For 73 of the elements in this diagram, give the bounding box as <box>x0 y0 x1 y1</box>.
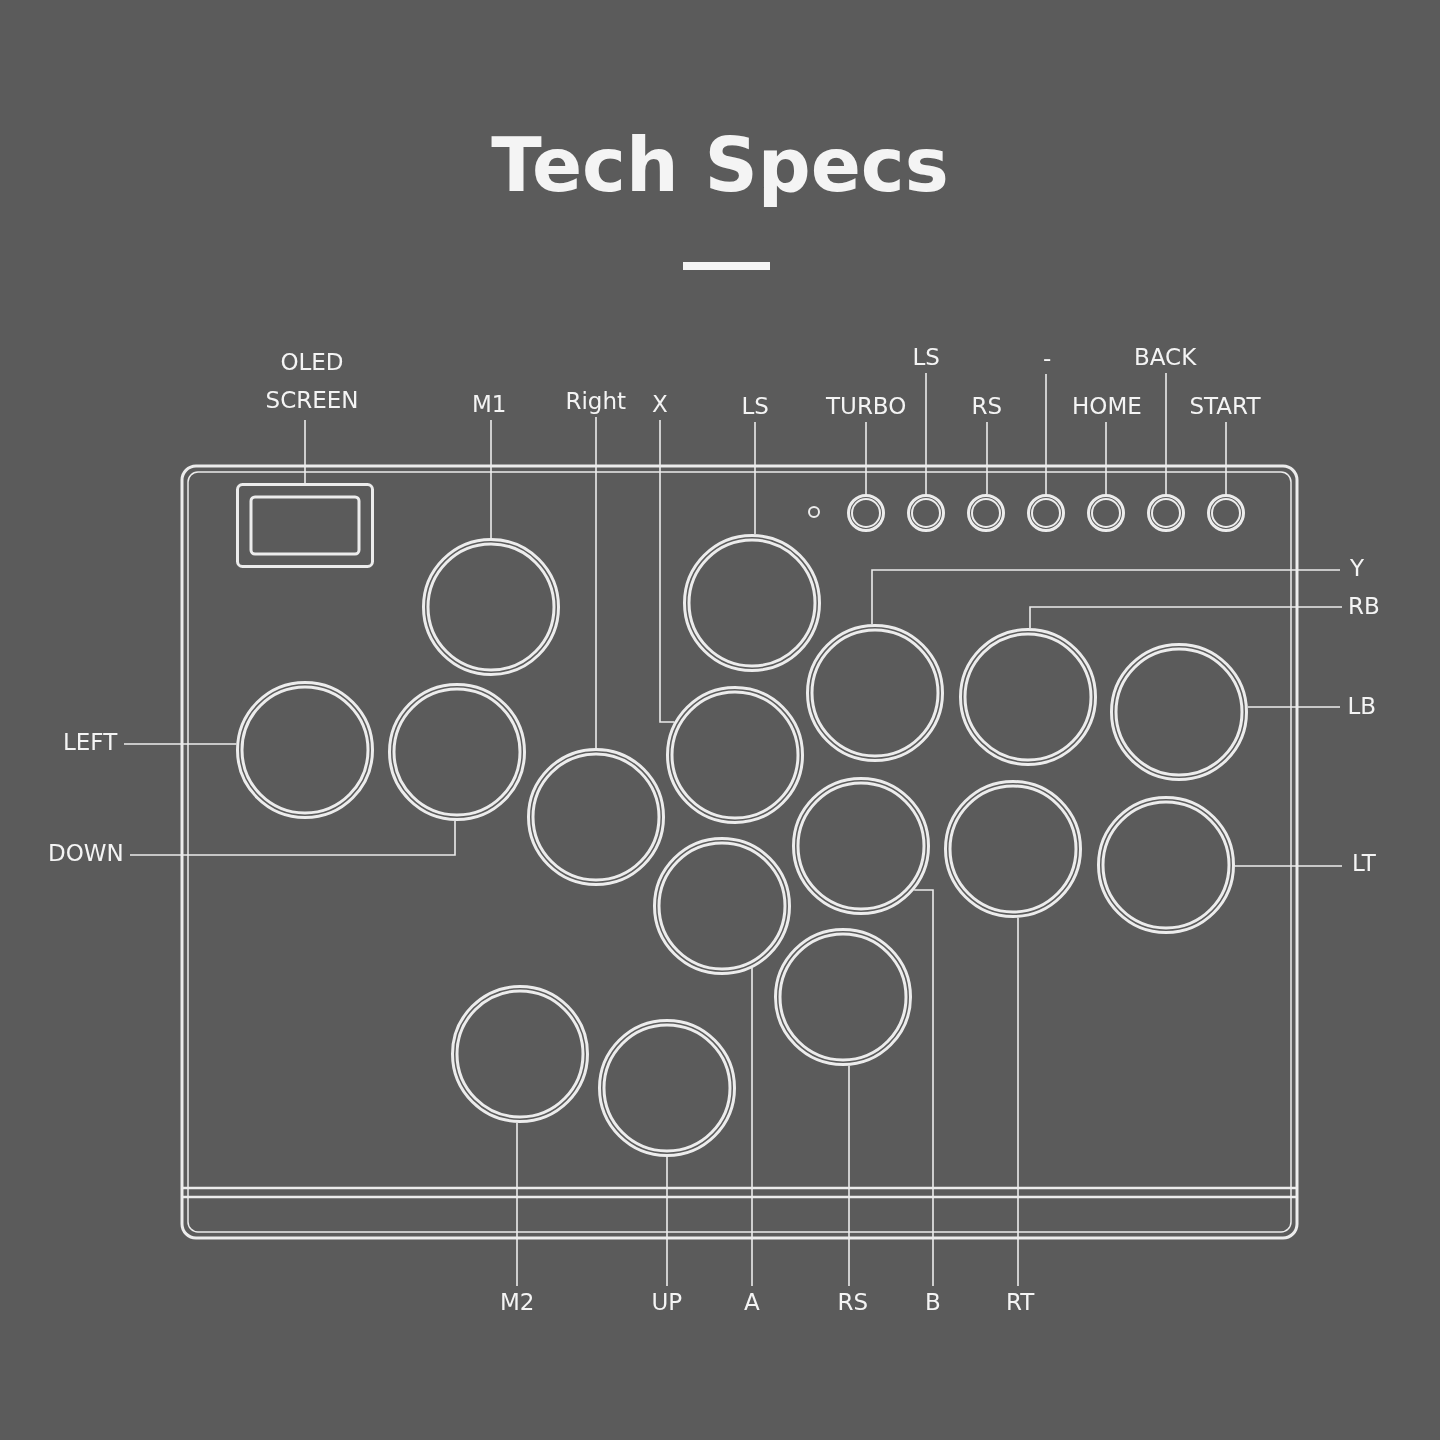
small-button <box>1087 494 1125 532</box>
part-label: LEFT <box>63 723 118 761</box>
leader-line <box>1225 421 1227 495</box>
leader-line <box>925 372 927 495</box>
part-label: BACK <box>1134 338 1197 376</box>
arcade-button <box>806 624 944 762</box>
arcade-button <box>388 683 526 821</box>
leader-line <box>1105 421 1107 495</box>
arcade-button <box>683 534 821 672</box>
part-label: RB <box>1348 587 1380 625</box>
small-button <box>1207 494 1245 532</box>
arcade-button <box>236 681 374 819</box>
part-label: RS <box>837 1283 869 1321</box>
leader-line <box>865 421 867 495</box>
arcade-button <box>959 628 1097 766</box>
arcade-button <box>792 777 930 915</box>
part-label: LS <box>741 387 769 425</box>
title: Tech Specs <box>490 121 950 210</box>
small-button <box>967 494 1005 532</box>
part-label: START <box>1189 387 1261 425</box>
leader-line <box>129 820 456 856</box>
leader-line <box>1017 917 1019 1287</box>
leader-line <box>1247 706 1341 708</box>
leader-line <box>659 419 676 723</box>
leader-line <box>595 416 597 749</box>
leader-line <box>1045 373 1047 495</box>
part-label: TURBO <box>826 387 907 425</box>
arcade-button <box>527 748 665 886</box>
arcade-button <box>598 1019 736 1157</box>
part-label: - <box>1043 339 1052 377</box>
part-label: Right <box>565 382 627 420</box>
part-label: RS <box>971 387 1003 425</box>
small-button <box>847 494 885 532</box>
arcade-button <box>666 686 804 824</box>
leader-line <box>1029 606 1343 629</box>
arcade-button <box>422 538 560 676</box>
leader-line <box>516 1122 518 1287</box>
leader-line <box>666 1156 668 1287</box>
arcade-button <box>1097 796 1235 934</box>
part-label: DOWN <box>48 834 124 872</box>
small-button <box>1027 494 1065 532</box>
arcade-button <box>451 985 589 1123</box>
screen-display <box>236 483 374 568</box>
part-label: Y <box>1350 549 1365 587</box>
leader-line <box>1165 372 1167 495</box>
part-label: M1 <box>472 385 507 423</box>
arcade-button <box>1110 643 1248 781</box>
arcade-button <box>653 837 791 975</box>
leader-line <box>913 889 934 1287</box>
small-button <box>1147 494 1185 532</box>
part-label: LS <box>912 338 940 376</box>
leader-line <box>754 421 756 535</box>
part-label: B <box>925 1283 941 1321</box>
small-button <box>907 494 945 532</box>
leader-line <box>986 421 988 495</box>
part-label: X <box>652 385 668 423</box>
part-label: HOME <box>1072 387 1142 425</box>
part-label: M2 <box>500 1283 535 1321</box>
arcade-button <box>944 780 1082 918</box>
arcade-button <box>774 928 912 1066</box>
leader-line <box>123 743 238 745</box>
leader-line <box>751 967 753 1287</box>
part-label: UP <box>651 1283 683 1321</box>
leader-line <box>304 419 306 484</box>
part-label: OLED SCREEN <box>252 343 372 419</box>
part-label: A <box>744 1283 760 1321</box>
part-label: LB <box>1347 687 1377 725</box>
leader-line <box>1234 865 1343 867</box>
leader-line <box>871 569 1341 625</box>
leader-line <box>490 419 492 539</box>
part-label: RT <box>1006 1283 1035 1321</box>
part-label: LT <box>1352 844 1376 882</box>
leader-line <box>848 1064 850 1287</box>
